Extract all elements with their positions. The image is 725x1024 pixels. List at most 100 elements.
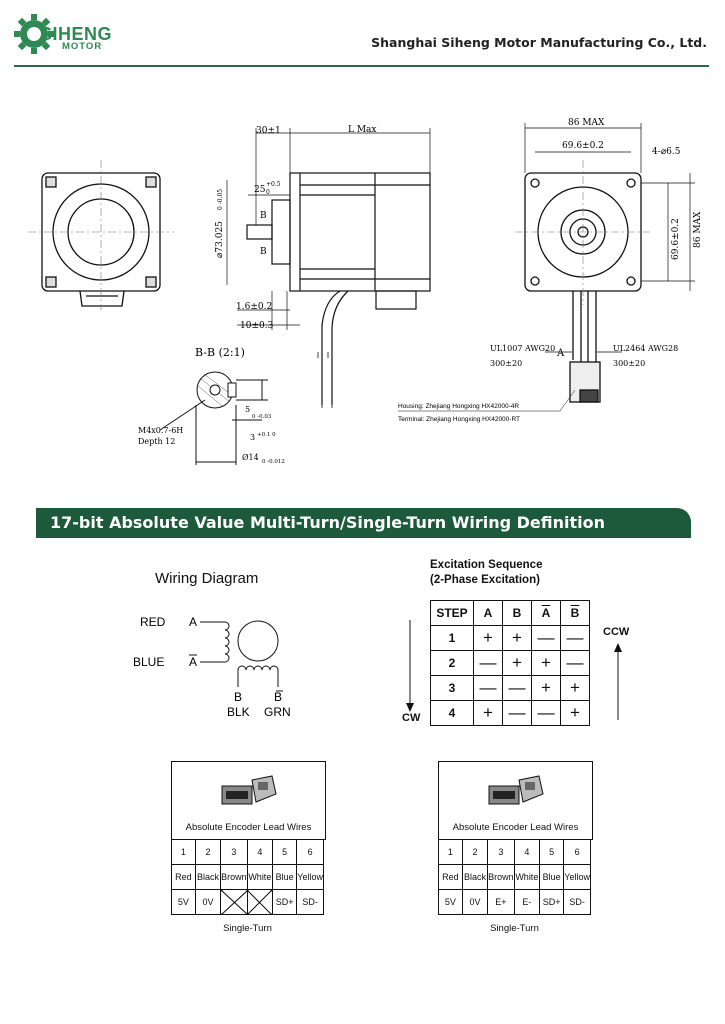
table-row: 2 — + + — (430, 650, 590, 676)
dim-phi73: ⌀73.025 (215, 221, 225, 258)
dim-86max-side: 86 MAX (693, 211, 703, 248)
terminal-a: A (189, 615, 197, 629)
terminal-b-bar: B (274, 690, 282, 704)
dim-3: 3 (250, 433, 255, 442)
ccw-label: CCW (603, 626, 630, 638)
phase-cell: — (531, 700, 561, 726)
encoder-box-single: Absolute Encoder Lead Wires 1 2 3 4 5 6 … (438, 761, 593, 915)
color-cell: Red (438, 864, 463, 890)
wire-left-length: 300±20 (490, 359, 522, 368)
pin-cell: 6 (563, 839, 591, 865)
pin-row: 1 2 3 4 5 6 (438, 839, 591, 865)
dim-3-tol: +0.1 0 (257, 432, 276, 438)
signal-cell-unused (220, 889, 248, 915)
signal-cell: E- (513, 889, 541, 915)
step-cell: 4 (430, 700, 474, 726)
rotation-arrows (406, 620, 622, 720)
color-cell: White (513, 864, 541, 890)
pin-cell: 2 (194, 839, 222, 865)
phase-cell: + (473, 700, 503, 726)
encoder-title: Absolute Encoder Lead Wires (452, 822, 579, 833)
signal-cell: 5V (438, 889, 463, 915)
encoder-title: Absolute Encoder Lead Wires (185, 822, 312, 833)
table-header-row: STEP A B A B (430, 600, 590, 626)
wire-blue: BLUE (133, 655, 164, 669)
color-cell: Brown (487, 864, 515, 890)
thread-depth: Depth 12 (138, 437, 175, 446)
terminal-label: Terminal: Zhejiang Hongxing HX42000-RT (398, 416, 520, 423)
pin-row: 1 2 3 4 5 6 (171, 839, 324, 865)
logo-main: SIHENG (40, 24, 113, 44)
dim-14-tol: 0 -0.012 (262, 459, 285, 465)
table-row: 4 + — — + (430, 700, 590, 726)
encoder-caption: Single-Turn (490, 923, 539, 934)
excitation-table: STEP A B A B 1 + + — — 2 — + + — 3 — — +… (430, 600, 590, 726)
signal-cell: SD+ (272, 889, 298, 915)
pin-cell: 5 (539, 839, 565, 865)
wire-right-label: UL2464 AWG28 (613, 344, 678, 353)
label-b-top: B (260, 211, 267, 221)
wire-blk: BLK (227, 705, 250, 719)
logo-sub: MOTOR (62, 41, 103, 52)
pin-cell: 4 (246, 839, 274, 865)
cw-label: CW (402, 712, 421, 724)
company-name: Shanghai Siheng Motor Manufacturing Co.,… (371, 35, 707, 50)
pin-cell: 1 (438, 839, 463, 865)
phase-cell: + (560, 675, 590, 701)
logo-gear-icon (14, 14, 54, 54)
signal-cell: SD- (296, 889, 324, 915)
pin-cell: 4 (513, 839, 541, 865)
signal-cell: SD- (563, 889, 591, 915)
section-bb (159, 371, 268, 465)
pin-cell: 2 (461, 839, 489, 865)
dim-l-max: L Max (348, 125, 377, 135)
pin-cell: 3 (487, 839, 515, 865)
encoder-box-multi: Absolute Encoder Lead Wires 1 2 3 4 5 6 … (171, 761, 326, 915)
wiring-diagram: RED BLUE A A B B BLK GRN (133, 615, 291, 719)
encoder-table: 1 2 3 4 5 6 Red Black Brown White Blue Y… (438, 839, 591, 915)
dim-30: 30±1 (256, 126, 281, 136)
excitation-subtitle: (2-Phase Excitation) (430, 574, 540, 586)
phase-cell: — (502, 675, 532, 701)
signal-cell: 5V (171, 889, 196, 915)
wire-red: RED (140, 615, 166, 629)
dim-69-6-side: 69.6±0.2 (671, 218, 681, 260)
color-row: Red Black Brown White Blue Yellow (438, 864, 591, 890)
phase-cell: — (502, 700, 532, 726)
encoder-caption: Single-Turn (223, 923, 272, 934)
color-cell: Red (171, 864, 196, 890)
connector-icon (221, 775, 277, 805)
dim-5: 5 (245, 405, 250, 414)
connector-icon (488, 775, 544, 805)
color-cell: Black (461, 864, 489, 890)
section-banner: 17-bit Absolute Value Multi-Turn/Single-… (36, 508, 691, 538)
dim-69-6-top: 69.6±0.2 (562, 141, 604, 151)
excitation-title: Excitation Sequence (430, 559, 543, 571)
dim-25: 25 (254, 185, 266, 195)
dim-86max-top: 86 MAX (568, 118, 605, 128)
label-b-bot: B (260, 247, 267, 257)
color-row: Red Black Brown White Blue Yellow (171, 864, 324, 890)
signal-cell: SD+ (539, 889, 565, 915)
color-cell: Blue (539, 864, 565, 890)
dim-14: Ø14 (242, 453, 259, 462)
pin-cell: 6 (296, 839, 324, 865)
signal-cell: E+ (487, 889, 515, 915)
encoder-table: 1 2 3 4 5 6 Red Black Brown White Blue Y… (171, 839, 324, 915)
table-row: 3 — — + + (430, 675, 590, 701)
signal-row: 5V 0V SD+ SD- (171, 889, 324, 915)
wiring-title: Wiring Diagram (155, 570, 259, 587)
dim-25-tol: +0.5 (266, 181, 281, 188)
dim-5-tol: 0 -0.03 (252, 414, 272, 420)
wire-left-label: UL1007 AWG20 (490, 344, 555, 353)
signal-cell: 0V (461, 889, 489, 915)
pin-cell: 3 (220, 839, 248, 865)
terminal-a-bar: A (189, 655, 197, 669)
color-cell: Yellow (296, 864, 324, 890)
terminal-b: B (234, 690, 242, 704)
color-cell: Brown (220, 864, 248, 890)
motor-dimension-drawing: 30±1 L Max 25 +0.5 0 ⌀73.025 0 -0.05 B B… (28, 118, 703, 465)
signal-row: 5V 0V E+ E- SD+ SD- (438, 889, 591, 915)
wire-grn: GRN (264, 705, 291, 719)
phase-cell: — (560, 650, 590, 676)
